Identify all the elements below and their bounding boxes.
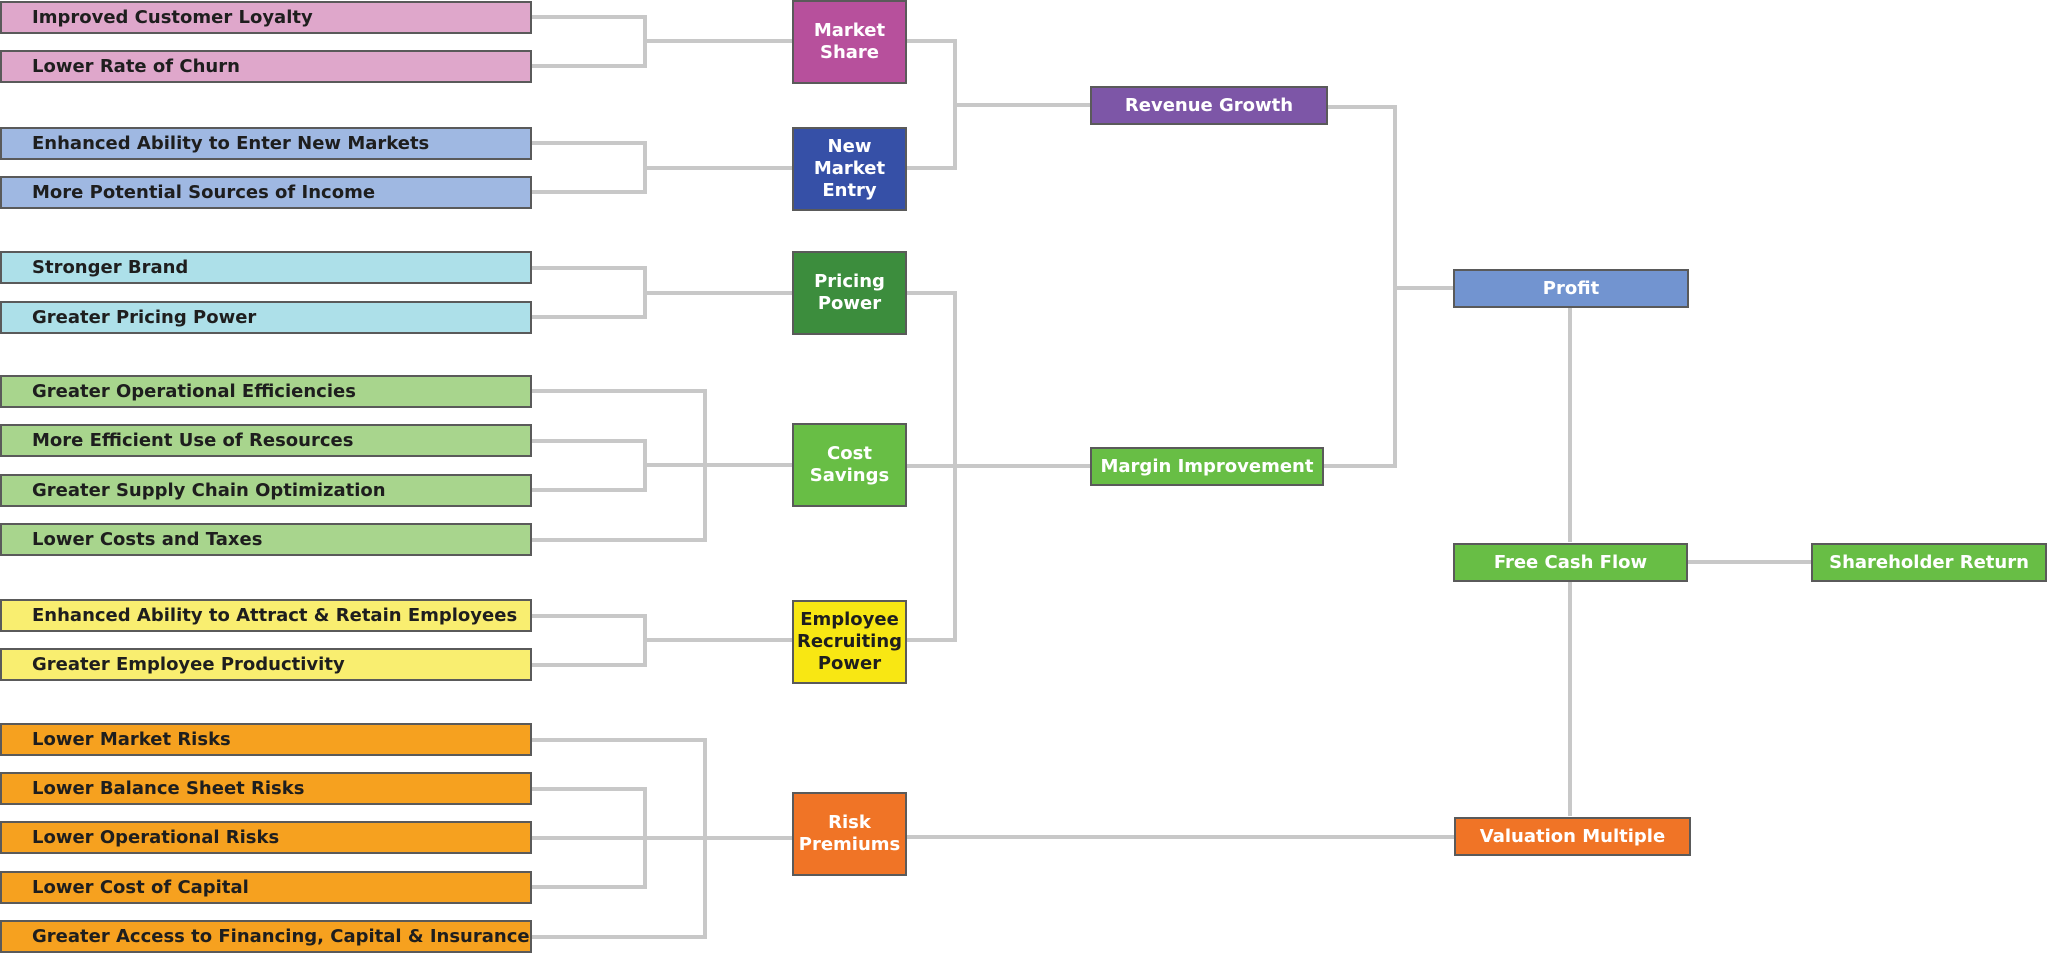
driver-label: Employee Recruiting Power <box>796 609 903 674</box>
leaf-enhanced-ability-to-attract-retain-employees: Enhanced Ability to Attract & Retain Emp… <box>0 599 532 632</box>
driver-label: Risk Premiums <box>798 812 901 855</box>
leaf-label: Lower Balance Sheet Risks <box>32 777 305 799</box>
outcome-valuation-multiple: Valuation Multiple <box>1454 817 1691 856</box>
outcome-revenue-growth: Revenue Growth <box>1090 86 1328 125</box>
leaf-lower-cost-of-capital: Lower Cost of Capital <box>0 871 532 904</box>
leaf-stronger-brand: Stronger Brand <box>0 251 532 284</box>
leaf-label: Lower Rate of Churn <box>32 55 240 77</box>
leaf-label: Greater Operational Efficiencies <box>32 380 356 402</box>
outcome-label: Profit <box>1542 277 1600 299</box>
leaf-greater-supply-chain-optimization: Greater Supply Chain Optimization <box>0 474 532 507</box>
leaf-label: More Potential Sources of Income <box>32 181 376 203</box>
leaf-greater-pricing-power: Greater Pricing Power <box>0 301 532 334</box>
outcome-label: Revenue Growth <box>1124 94 1294 116</box>
leaf-lower-costs-and-taxes: Lower Costs and Taxes <box>0 523 532 556</box>
leaf-lower-market-risks: Lower Market Risks <box>0 723 532 756</box>
outcome-label: Valuation Multiple <box>1479 825 1666 847</box>
leaf-label: Lower Market Risks <box>32 728 231 750</box>
leaf-enhanced-ability-to-enter-new-markets: Enhanced Ability to Enter New Markets <box>0 127 532 160</box>
leaf-label: Stronger Brand <box>32 256 189 278</box>
leaf-improved-customer-loyalty: Improved Customer Loyalty <box>0 1 532 34</box>
leaf-label: Lower Cost of Capital <box>32 876 249 898</box>
leaf-label: Lower Costs and Taxes <box>32 528 263 550</box>
leaf-label: Greater Access to Financing, Capital & I… <box>32 925 530 947</box>
leaf-greater-operational-efficiencies: Greater Operational Efficiencies <box>0 375 532 408</box>
leaf-lower-balance-sheet-risks: Lower Balance Sheet Risks <box>0 772 532 805</box>
driver-pricing-power: Pricing Power <box>792 251 907 335</box>
driver-risk-premiums: Risk Premiums <box>792 792 907 876</box>
leaf-label: Greater Pricing Power <box>32 306 257 328</box>
leaf-lower-operational-risks: Lower Operational Risks <box>0 821 532 854</box>
outcome-label: Free Cash Flow <box>1493 551 1648 573</box>
driver-label: Pricing Power <box>814 271 885 314</box>
leaf-lower-rate-of-churn: Lower Rate of Churn <box>0 50 532 83</box>
leaf-label: Greater Supply Chain Optimization <box>32 479 386 501</box>
outcome-label: Shareholder Return <box>1829 551 2029 573</box>
driver-label: Market Share <box>813 20 886 63</box>
driver-new-market-entry: New Market Entry <box>792 127 907 211</box>
leaf-greater-access-to-financing-capital-insurance: Greater Access to Financing, Capital & I… <box>0 920 532 953</box>
leaf-more-efficient-use-of-resources: More Efficient Use of Resources <box>0 424 532 457</box>
leaf-label: Enhanced Ability to Enter New Markets <box>32 132 430 154</box>
outcome-profit: Profit <box>1453 269 1689 308</box>
driver-market-share: Market Share <box>792 0 907 84</box>
driver-label: New Market Entry <box>813 136 886 201</box>
leaf-more-potential-sources-of-income: More Potential Sources of Income <box>0 176 532 209</box>
leaf-label: Greater Employee Productivity <box>32 653 345 675</box>
outcome-shareholder-return: Shareholder Return <box>1811 543 2047 582</box>
leaf-greater-employee-productivity: Greater Employee Productivity <box>0 648 532 681</box>
leaf-label: More Efficient Use of Resources <box>32 429 354 451</box>
outcome-free-cash-flow: Free Cash Flow <box>1453 543 1688 582</box>
leaf-label: Enhanced Ability to Attract & Retain Emp… <box>32 604 518 626</box>
outcome-label: Margin Improvement <box>1100 455 1314 477</box>
outcome-margin-improvement: Margin Improvement <box>1090 447 1324 486</box>
driver-cost-savings: Cost Savings <box>792 423 907 507</box>
driver-label: Cost Savings <box>809 443 890 486</box>
driver-employee-recruiting-power: Employee Recruiting Power <box>792 600 907 684</box>
leaf-label: Lower Operational Risks <box>32 826 280 848</box>
leaf-label: Improved Customer Loyalty <box>32 6 313 28</box>
